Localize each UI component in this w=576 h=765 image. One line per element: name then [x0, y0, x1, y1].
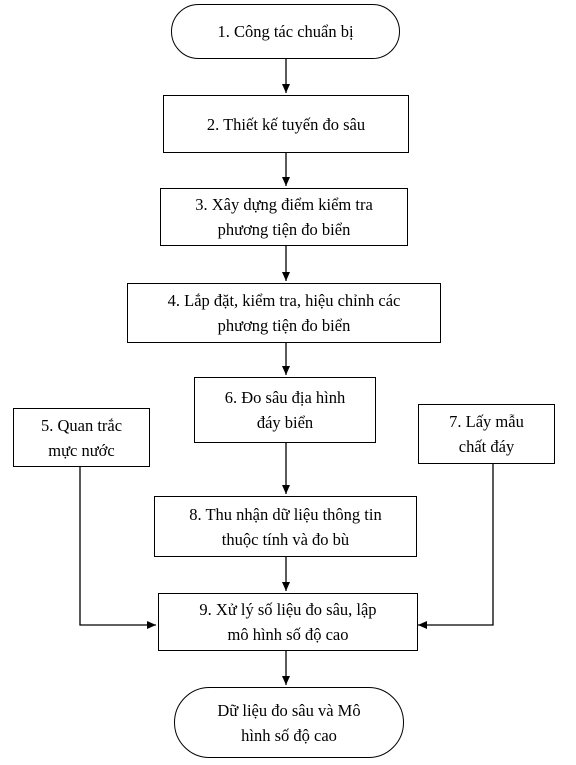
- arrow-step5-to-step9: [79, 467, 156, 629]
- start-terminal: 1. Công tác chuẩn bị: [171, 4, 400, 59]
- step-9-box: 9. Xử lý số liệu đo sâu, lập mô hình số …: [158, 593, 418, 651]
- end-terminal: Dữ liệu đo sâu và Mô hình số độ cao: [174, 687, 404, 758]
- step-3-box: 3. Xây dựng điểm kiểm tra phương tiện đo…: [160, 188, 408, 246]
- step-8-box: 8. Thu nhận dữ liệu thông tin thuộc tính…: [154, 496, 417, 557]
- step-7-box: 7. Lấy mẫu chất đáy: [418, 404, 555, 464]
- step-2-box: 2. Thiết kế tuyến đo sâu: [163, 95, 409, 153]
- step-5-box: 5. Quan trắc mực nước: [13, 408, 150, 467]
- arrow-step7-to-step9: [418, 464, 494, 629]
- step-4-box: 4. Lắp đặt, kiểm tra, hiệu chỉnh các phư…: [127, 283, 441, 343]
- step-6-box: 6. Đo sâu địa hình đáy biển: [194, 377, 376, 443]
